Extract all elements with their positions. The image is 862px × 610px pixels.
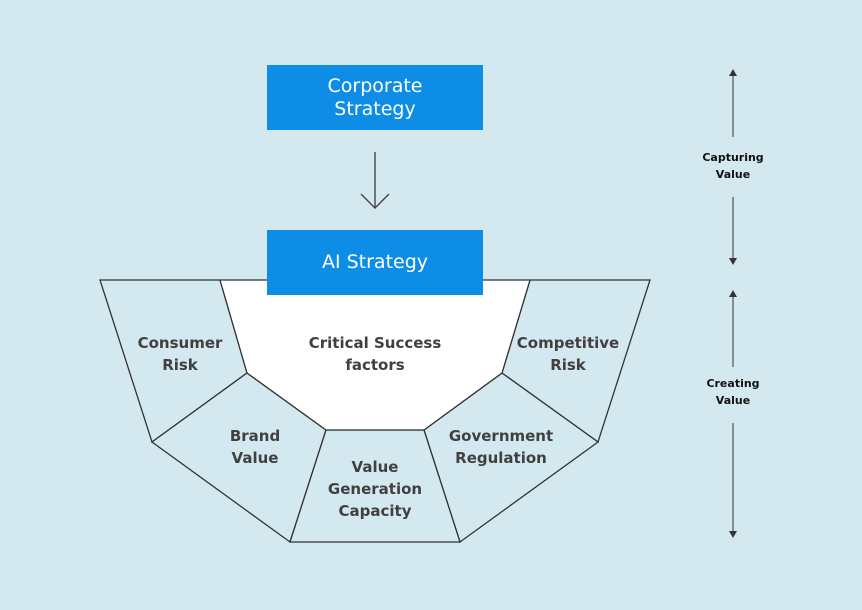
ai-strategy-box: AI Strategy bbox=[267, 230, 483, 295]
competitive-risk-label: Competitive Risk bbox=[516, 334, 620, 374]
government-regulation-label: Government Regulation bbox=[448, 427, 554, 467]
segment-critical-success bbox=[219, 279, 531, 431]
brand-value-label: Brand Value bbox=[229, 427, 281, 467]
creating-value-label: Creating Value bbox=[706, 377, 760, 407]
consumer-risk-label: Consumer Risk bbox=[137, 334, 223, 374]
value-generation-label: Value Generation Capacity bbox=[327, 458, 423, 520]
capturing-value-label: Capturing Value bbox=[702, 151, 764, 181]
corporate-strategy-box: Corporate Strategy bbox=[267, 65, 483, 130]
ai-strategy-label: AI Strategy bbox=[321, 251, 429, 273]
down-arrow-icon bbox=[360, 152, 390, 209]
corporate-strategy-label: Corporate Strategy bbox=[327, 74, 423, 120]
creating-value-arrow-icon bbox=[729, 290, 737, 538]
critical-success-label: Critical Success factors bbox=[308, 334, 442, 374]
capturing-value-arrow-icon bbox=[729, 69, 737, 265]
